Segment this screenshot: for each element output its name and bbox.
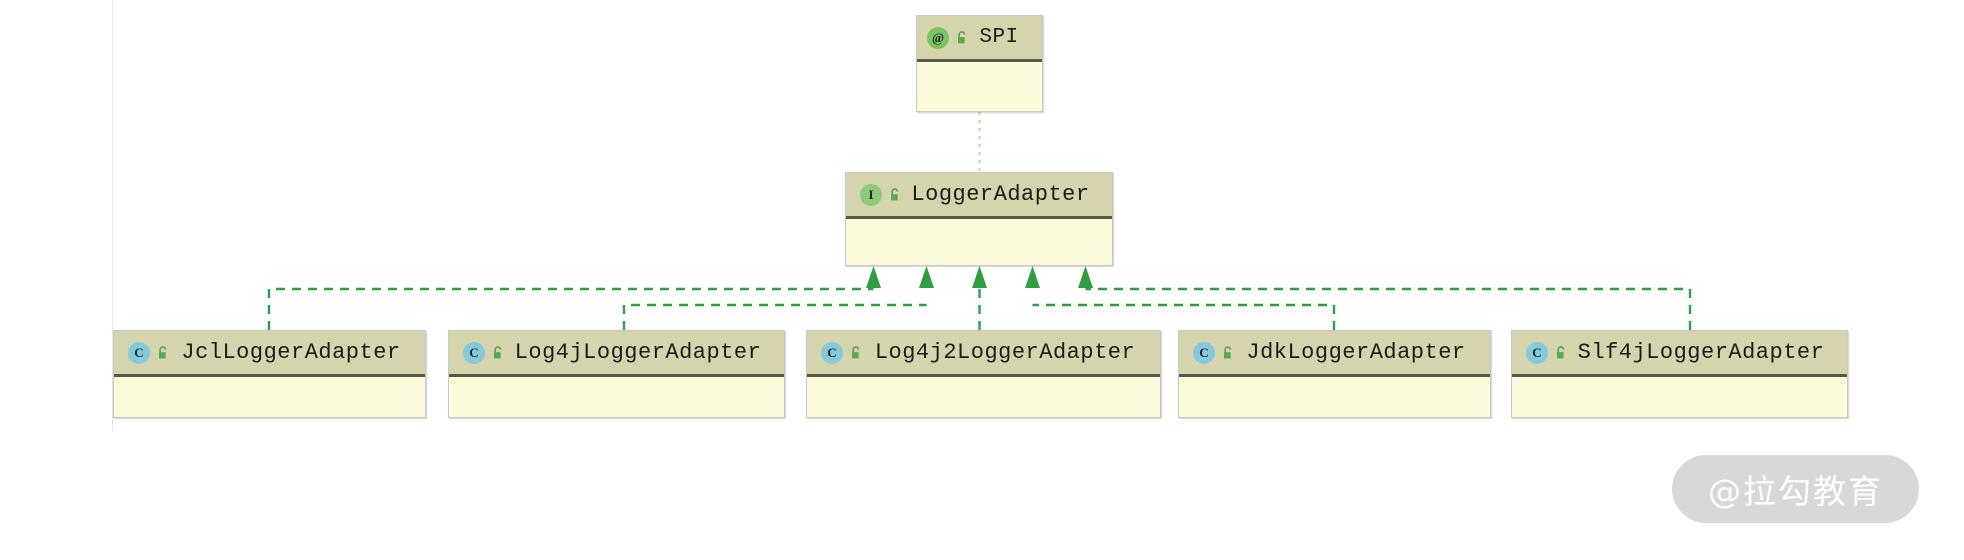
edge-slf4j-to-loggeradapter [1085,287,1692,330]
uml-node-jcl-logger-adapter-body [114,377,425,416]
uml-node-spi-title: SPI [979,26,1019,49]
unlock-icon [494,345,502,358]
uml-node-log4j2-logger-adapter[interactable]: C Log4j2LoggerAdapter [806,330,1161,418]
unlock-icon [1557,345,1565,358]
uml-node-slf4j-logger-adapter-title: Slf4jLoggerAdapter [1577,340,1825,365]
edge-log4j-to-loggeradapter [622,303,927,330]
class-badge-icon: C [821,341,843,364]
class-badge-icon: C [128,341,150,364]
annotation-badge-icon: @ [927,26,949,49]
uml-node-slf4j-logger-adapter[interactable]: C Slf4jLoggerAdapter [1511,330,1848,418]
edge-jcl-to-loggeradapter [267,287,874,330]
uml-node-spi-header: @ SPI [917,16,1042,62]
uml-node-jcl-logger-adapter[interactable]: C JclLoggerAdapter [113,330,426,418]
uml-node-jcl-logger-adapter-title: JclLoggerAdapter [181,340,401,365]
unlock-icon [958,30,966,43]
uml-node-jdk-logger-adapter-title: JdkLoggerAdapter [1246,340,1466,365]
class-badge-icon: C [1526,341,1548,364]
uml-node-spi-body [917,62,1042,110]
uml-node-jdk-logger-adapter-body [1179,377,1490,416]
uml-node-slf4j-logger-adapter-body [1512,377,1847,416]
uml-node-log4j2-logger-adapter-header: C Log4j2LoggerAdapter [807,331,1160,377]
realization-edges [267,287,1692,330]
uml-node-jdk-logger-adapter[interactable]: C JdkLoggerAdapter [1178,330,1491,418]
unlock-icon [891,187,899,200]
unlock-icon [852,345,860,358]
edge-jdk-to-loggeradapter [1032,303,1336,330]
realization-arrowheads [866,266,1093,288]
uml-node-slf4j-logger-adapter-header: C Slf4jLoggerAdapter [1512,331,1847,377]
uml-node-logger-adapter-title: LoggerAdapter [911,182,1090,207]
uml-node-logger-adapter-header: I LoggerAdapter [846,173,1112,219]
uml-node-log4j-logger-adapter-title: Log4jLoggerAdapter [514,340,762,365]
uml-node-log4j2-logger-adapter-title: Log4j2LoggerAdapter [874,340,1136,365]
uml-node-log4j-logger-adapter-header: C Log4jLoggerAdapter [449,331,784,377]
unlock-icon [1224,345,1232,358]
watermark-text: @拉勾教育 [1708,472,1883,511]
watermark-badge: @拉勾教育 [1672,455,1919,523]
uml-node-logger-adapter[interactable]: I LoggerAdapter [845,172,1113,266]
uml-node-log4j2-logger-adapter-body [807,377,1160,416]
interface-badge-icon: I [860,183,882,206]
class-badge-icon: C [463,341,485,364]
uml-node-jcl-logger-adapter-header: C JclLoggerAdapter [114,331,425,377]
uml-node-spi[interactable]: @ SPI [916,15,1043,112]
uml-node-logger-adapter-body [846,219,1112,264]
uml-node-log4j-logger-adapter[interactable]: C Log4jLoggerAdapter [448,330,785,418]
uml-node-jdk-logger-adapter-header: C JdkLoggerAdapter [1179,331,1490,377]
uml-node-log4j-logger-adapter-body [449,377,784,416]
left-gutter-rule [112,0,113,432]
unlock-icon [159,345,167,358]
class-badge-icon: C [1193,341,1215,364]
